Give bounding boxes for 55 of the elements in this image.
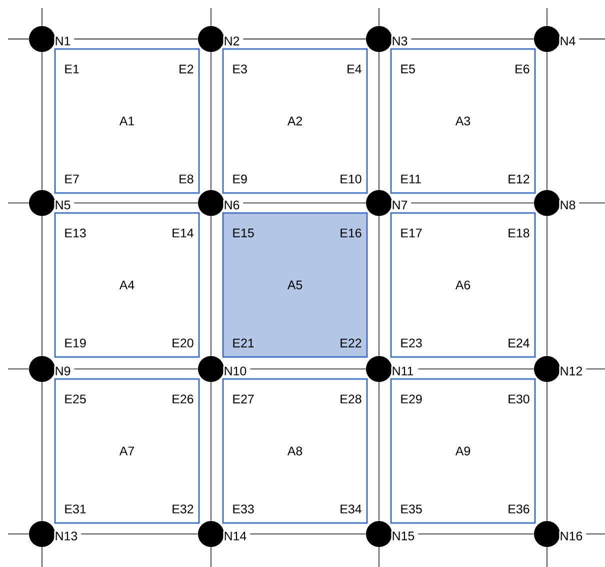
area-box: E17 E18 A6 E23 E24 xyxy=(390,212,536,358)
node-label: N10 xyxy=(223,366,248,376)
grid-line xyxy=(74,368,198,370)
node-label: N5 xyxy=(54,200,72,210)
area-box: E29 E30 A9 E35 E36 xyxy=(390,378,536,524)
grid-line xyxy=(578,202,605,204)
node-label: N13 xyxy=(54,530,78,541)
node-label: N2 xyxy=(223,36,240,46)
grid-line xyxy=(546,216,548,356)
node-label: N4 xyxy=(559,36,576,46)
grid-line xyxy=(546,382,548,522)
node-label: N16 xyxy=(559,530,584,541)
grid-line xyxy=(546,8,548,26)
node-label: N1 xyxy=(54,36,72,46)
grid-line xyxy=(210,382,212,522)
node-label: N6 xyxy=(223,200,240,210)
grid-line xyxy=(250,368,366,370)
grid-line xyxy=(8,38,30,40)
grid-line xyxy=(210,8,212,26)
grid-line xyxy=(210,216,212,356)
node-label: N7 xyxy=(391,200,408,210)
grid-line xyxy=(378,52,380,190)
area-box: E27 E28 A8 E33 E34 xyxy=(222,378,368,524)
grid-line xyxy=(378,8,380,26)
grid-line xyxy=(410,38,534,40)
area-box: E25 E26 A7 E31 E32 xyxy=(54,378,200,524)
grid-line xyxy=(418,368,534,370)
node-label: N12 xyxy=(559,366,584,376)
node-label: N3 xyxy=(391,36,408,46)
grid-line xyxy=(74,202,198,204)
node-label: N15 xyxy=(391,531,416,541)
grid-line xyxy=(242,38,366,40)
grid-line xyxy=(210,546,212,567)
node-label: N9 xyxy=(54,366,72,376)
grid-line xyxy=(378,382,380,522)
area-box: E13 E14 A4 E19 E20 xyxy=(54,212,200,358)
node-label: N11 xyxy=(391,366,414,376)
grid-line xyxy=(546,52,548,190)
grid-line xyxy=(210,52,212,190)
grid-line xyxy=(8,202,30,204)
grid-line xyxy=(8,368,30,370)
grid-line xyxy=(74,38,198,40)
grid-line xyxy=(546,546,548,567)
grid-line xyxy=(578,38,605,40)
grid-line xyxy=(378,216,380,356)
grid-line xyxy=(586,368,605,370)
area-box: E1 E2 A1 E7 E8 xyxy=(54,48,200,194)
node-label: N14 xyxy=(223,531,248,541)
grid-line xyxy=(410,202,534,204)
area-box: E5 E6 A3 E11 E12 xyxy=(390,48,536,194)
node-label: N8 xyxy=(559,200,576,210)
grid-line xyxy=(378,546,380,567)
area-box: E3 E4 A2 E9 E10 xyxy=(222,48,368,194)
area-box: E15 E16 A5 E21 E22 xyxy=(222,212,368,358)
grid-line xyxy=(242,202,366,204)
